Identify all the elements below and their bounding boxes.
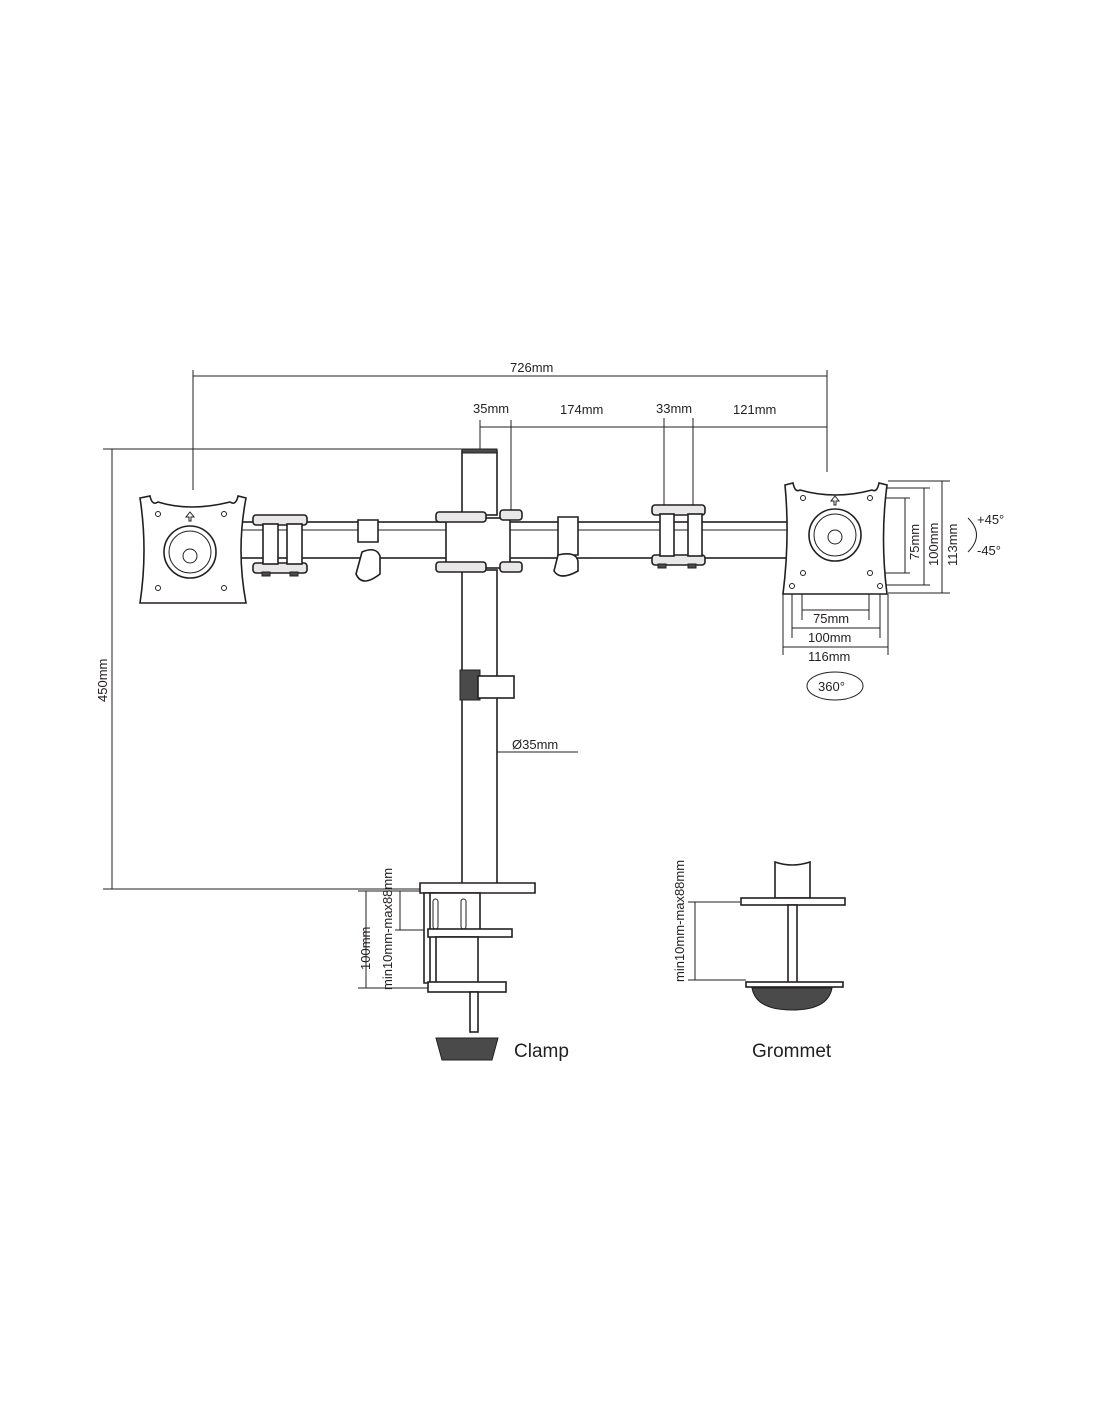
left-vesa-plate	[139, 495, 247, 604]
dim-33: 33mm	[656, 401, 692, 416]
dim-vesa-h-100: 100mm	[808, 630, 851, 645]
tilt-down-label: -45°	[977, 543, 1001, 558]
dim-vesa-v-75: 75mm	[907, 524, 922, 560]
dim-vesa-h-75: 75mm	[813, 611, 849, 626]
dim-grommet-range: min10mm-max88mm	[672, 860, 687, 982]
rotation-label: 360°	[818, 679, 845, 694]
dimension-lines	[103, 370, 977, 989]
left-hinge	[252, 514, 308, 577]
dim-vesa-v-100: 100mm	[926, 523, 941, 566]
clamp-label: Clamp	[514, 1041, 569, 1062]
dim-35: 35mm	[473, 401, 509, 416]
dim-726: 726mm	[510, 360, 553, 375]
dim-pole-diameter: Ø35mm	[512, 737, 558, 752]
tilt-up-label: +45°	[977, 512, 1004, 527]
right-vesa-plate	[782, 482, 888, 595]
grommet-label: Grommet	[752, 1041, 832, 1062]
dim-clamp-100: 100mm	[358, 927, 373, 970]
dim-plate-height: 113mm	[945, 524, 960, 566]
dim-174: 174mm	[560, 402, 603, 417]
pole	[435, 448, 523, 886]
right-hinge	[651, 504, 706, 569]
dim-450: 450mm	[95, 659, 110, 702]
dim-plate-width: 116mm	[808, 649, 850, 664]
grommet-base	[740, 860, 846, 1011]
cable-clips	[355, 516, 579, 582]
height-adjust-knob	[459, 669, 515, 701]
dim-clamp-range: min10mm-max88mm	[380, 868, 395, 990]
clamp-base	[419, 882, 536, 1061]
dim-121: 121mm	[733, 402, 776, 417]
